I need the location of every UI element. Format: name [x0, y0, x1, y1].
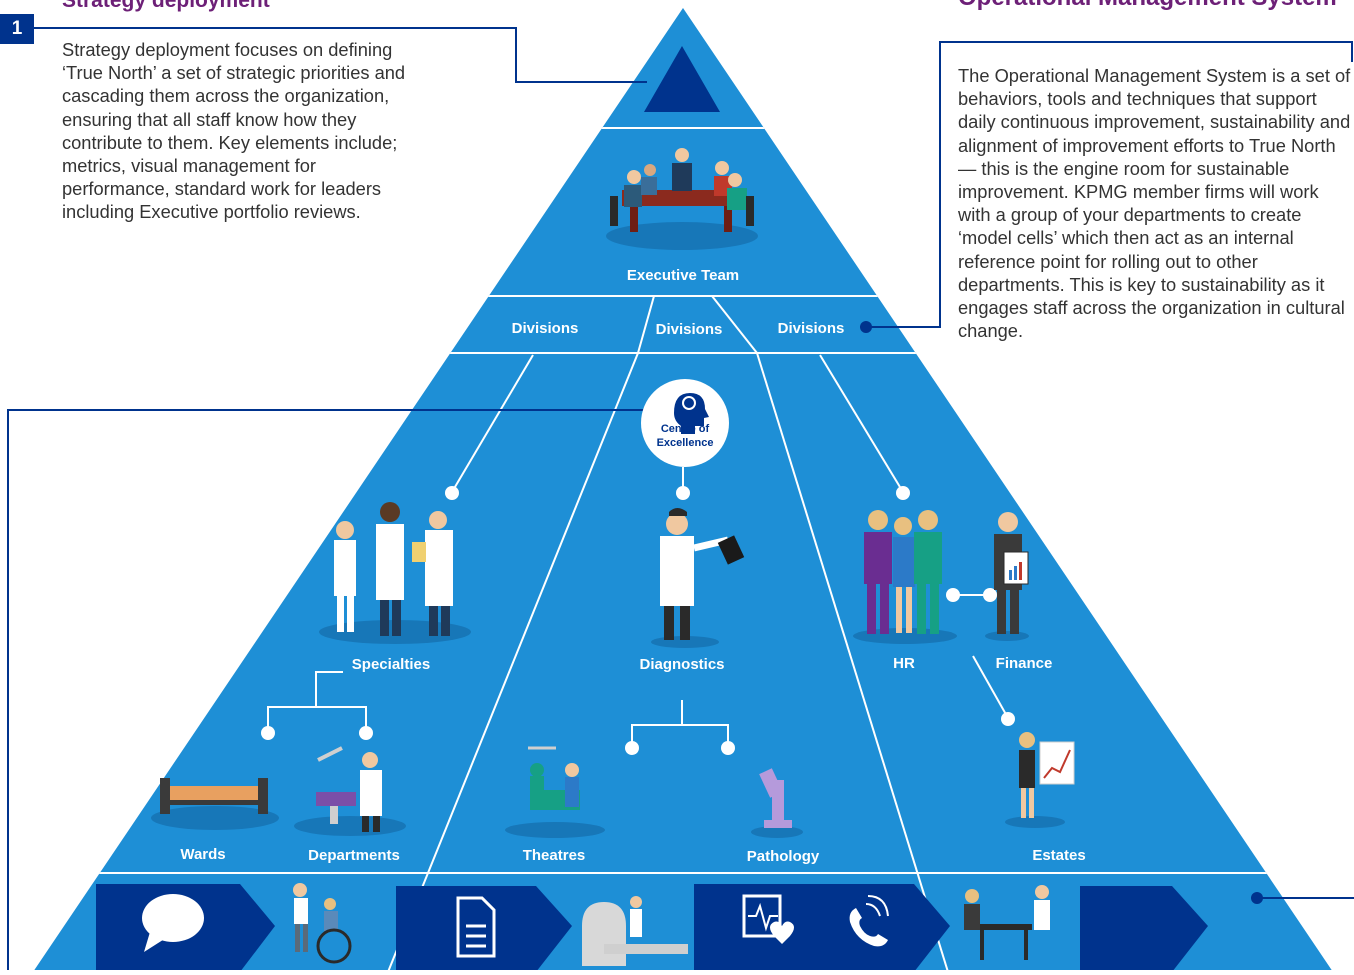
connector-dots: [261, 486, 1015, 755]
estates-illustration: [1005, 732, 1075, 828]
label-centre-line1: Centre of: [661, 423, 710, 435]
wards-illustration: [151, 778, 279, 830]
leader-lines: [7, 27, 1354, 970]
label-divisions-right: Divisions: [778, 320, 845, 337]
label-executive-team: Executive Team: [627, 267, 739, 284]
label-hr: HR: [893, 655, 915, 672]
specialties-illustration: [319, 502, 471, 644]
label-finance: Finance: [996, 655, 1053, 672]
label-wards: Wards: [180, 846, 225, 863]
heart-monitor-icon: [742, 894, 794, 944]
hr-illustration: [853, 510, 957, 644]
speech-bubble-icon: [142, 894, 204, 952]
leader-dot-bottom: [1251, 892, 1263, 904]
phone-icon: [849, 895, 889, 947]
label-divisions-left: Divisions: [512, 320, 579, 337]
section-number-badge: 1: [0, 14, 34, 44]
consultation-illustration: [964, 885, 1050, 960]
strategy-deployment-body: Strategy deployment focuses on defining …: [62, 39, 406, 223]
wheelchair-illustration: [293, 883, 352, 964]
label-theatres: Theatres: [523, 847, 586, 864]
departments-illustration: [294, 746, 406, 836]
label-departments: Departments: [308, 847, 400, 864]
apex-triangle: [644, 46, 720, 112]
scanner-illustration: [582, 896, 688, 966]
finance-illustration: [985, 512, 1029, 641]
oms-body: The Operational Management System is a s…: [958, 65, 1351, 342]
label-pathology: Pathology: [747, 848, 820, 865]
diagnostics-illustration: [651, 508, 745, 648]
leader-dot-divisions: [860, 321, 872, 333]
label-divisions-center: Divisions: [656, 321, 723, 338]
theatres-illustration: [505, 746, 605, 838]
pathology-illustration: [751, 768, 803, 838]
brain-head-icon: [674, 393, 709, 434]
label-diagnostics: Diagnostics: [639, 656, 724, 673]
label-estates: Estates: [1032, 847, 1085, 864]
label-specialties: Specialties: [352, 656, 430, 673]
oms-title: Operational Management System: [958, 0, 1338, 10]
strategy-deployment-title: Strategy deployment: [62, 0, 270, 12]
document-icon: [456, 896, 496, 958]
label-centre-line2: Excellence: [657, 437, 714, 449]
executive-team-illustration: [606, 148, 758, 250]
